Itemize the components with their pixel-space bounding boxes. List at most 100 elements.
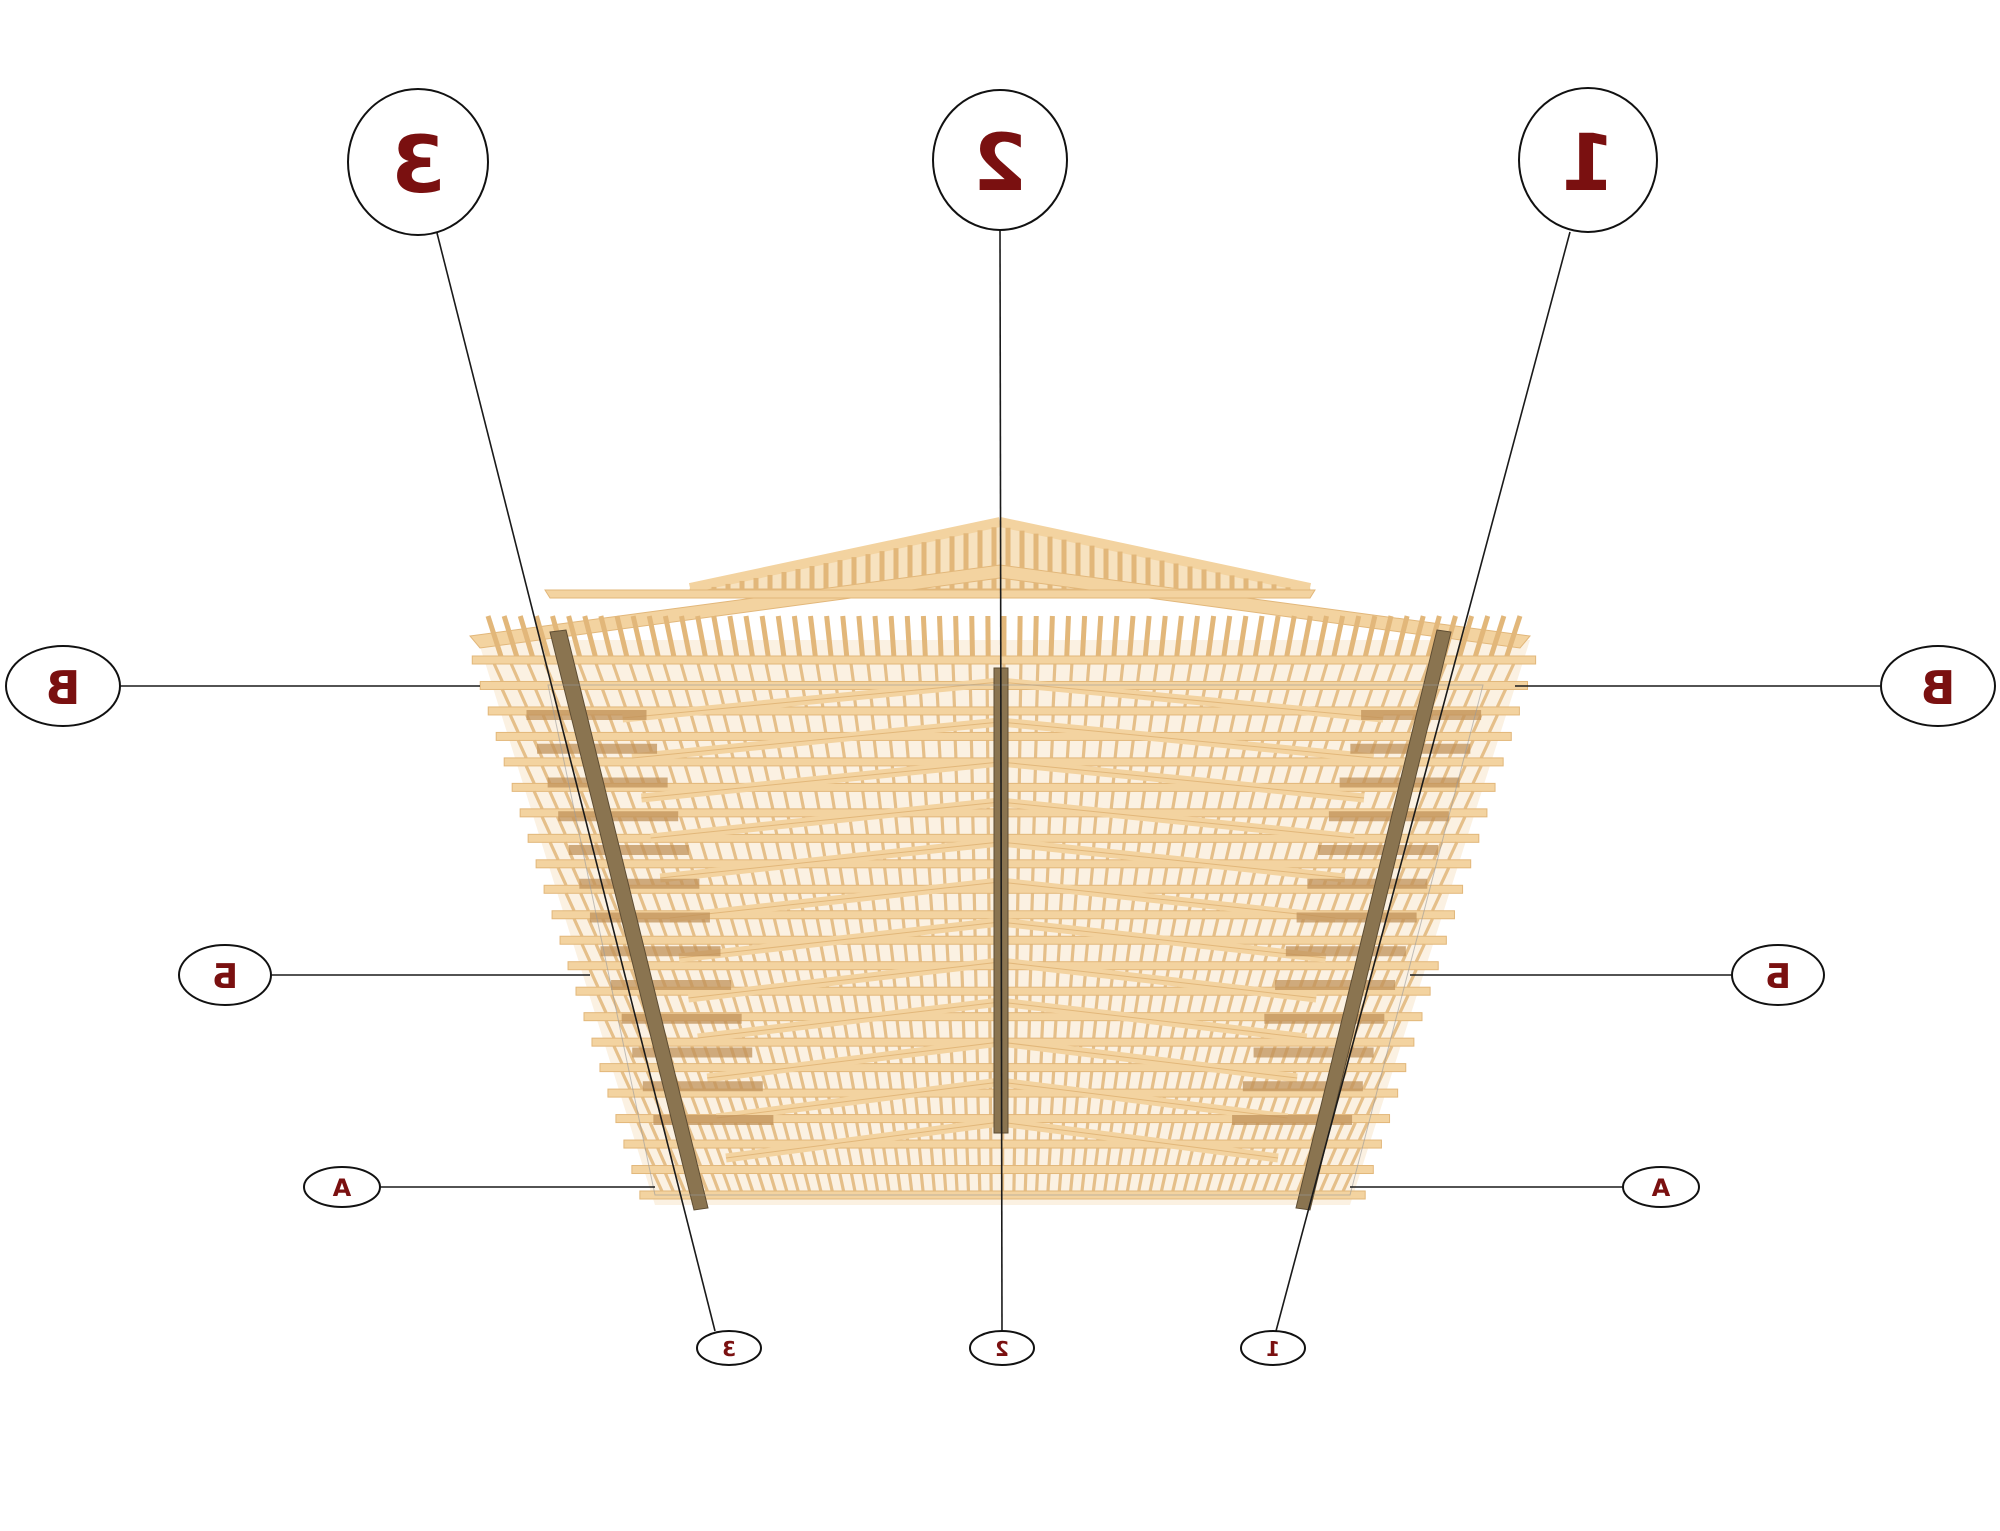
stud xyxy=(954,1173,959,1192)
stud xyxy=(1487,663,1499,683)
stud xyxy=(1035,663,1040,682)
stud xyxy=(1017,615,1023,661)
stud xyxy=(1114,1173,1121,1192)
stud xyxy=(711,615,725,661)
stud xyxy=(1044,893,1049,911)
stud xyxy=(1487,714,1499,734)
stud xyxy=(721,1122,731,1141)
stud xyxy=(485,615,505,661)
stud xyxy=(1341,1096,1353,1116)
row-bubble-A-left: A xyxy=(303,1166,381,1208)
stud xyxy=(1166,943,1174,963)
beam-segment xyxy=(568,845,689,855)
stud xyxy=(1086,1096,1092,1115)
stud xyxy=(1232,791,1240,810)
stud xyxy=(826,1173,834,1192)
stud xyxy=(1058,893,1064,911)
stud xyxy=(1439,867,1451,886)
stud xyxy=(1424,615,1442,661)
stud xyxy=(846,1147,854,1166)
stud xyxy=(931,944,936,962)
stud xyxy=(1137,1071,1145,1090)
stud xyxy=(662,615,678,661)
stud xyxy=(630,615,646,661)
stud xyxy=(601,688,611,708)
stud xyxy=(1385,994,1397,1014)
stud xyxy=(958,893,962,911)
stud xyxy=(1371,790,1381,810)
stud xyxy=(953,740,958,758)
stud xyxy=(1212,918,1220,937)
stud xyxy=(1326,1147,1338,1167)
stud xyxy=(879,994,886,1013)
stud xyxy=(818,1122,826,1141)
stud xyxy=(1052,663,1057,682)
stud xyxy=(1030,893,1035,911)
stud xyxy=(508,714,520,734)
stud xyxy=(905,740,910,759)
stud xyxy=(921,740,926,759)
stud xyxy=(1254,918,1263,937)
stud xyxy=(1118,867,1124,886)
stud xyxy=(780,1045,789,1065)
stud xyxy=(648,1121,660,1141)
stud xyxy=(1431,892,1443,912)
stud xyxy=(1239,841,1247,861)
stud xyxy=(1332,994,1343,1014)
stud xyxy=(1167,1122,1175,1141)
stud xyxy=(912,867,918,886)
stud xyxy=(1093,1147,1100,1166)
stud xyxy=(1034,1173,1040,1192)
stud xyxy=(966,1173,971,1192)
gable-rafter xyxy=(688,517,1002,593)
stud xyxy=(785,994,793,1014)
truss-edge xyxy=(622,681,1001,719)
stud xyxy=(1248,790,1256,810)
stud xyxy=(861,791,867,810)
stud xyxy=(626,790,636,810)
stud xyxy=(829,791,836,810)
stud xyxy=(935,1020,940,1039)
stud xyxy=(847,943,854,962)
stud xyxy=(1432,790,1444,810)
stud xyxy=(1309,714,1318,733)
stud xyxy=(884,1173,891,1192)
stud xyxy=(822,1147,830,1166)
stud xyxy=(946,969,951,988)
stud xyxy=(771,714,779,733)
stud xyxy=(1205,615,1217,661)
stud xyxy=(812,994,820,1013)
truss-edge xyxy=(631,721,1001,759)
stud xyxy=(664,1172,675,1192)
stud xyxy=(739,714,747,733)
stud xyxy=(872,740,878,759)
truss-edge xyxy=(688,961,1001,999)
stud xyxy=(743,615,756,661)
stud xyxy=(888,615,897,661)
row-label: B xyxy=(1920,661,1955,715)
stud xyxy=(1299,615,1313,661)
stud xyxy=(1212,714,1220,733)
stud xyxy=(1186,791,1193,810)
stud xyxy=(634,688,644,708)
stud xyxy=(870,1147,877,1166)
stud xyxy=(771,994,780,1014)
stud xyxy=(584,688,594,708)
stud xyxy=(1280,1147,1290,1167)
stud xyxy=(1146,994,1154,1013)
stud xyxy=(768,1045,776,1065)
stud xyxy=(1201,791,1209,810)
stud xyxy=(1408,918,1420,937)
stud xyxy=(1097,740,1103,759)
truss-edge xyxy=(999,1041,1298,1079)
stud xyxy=(1158,615,1168,661)
stud xyxy=(832,663,839,682)
stud xyxy=(1471,615,1491,661)
stud xyxy=(926,1096,932,1115)
main-beam-right xyxy=(1295,629,1452,1211)
stud xyxy=(666,892,676,912)
stud xyxy=(1229,1045,1238,1065)
top-axis-label: 2 xyxy=(973,119,1027,209)
stud xyxy=(645,663,655,682)
beam-segment xyxy=(1296,912,1417,923)
